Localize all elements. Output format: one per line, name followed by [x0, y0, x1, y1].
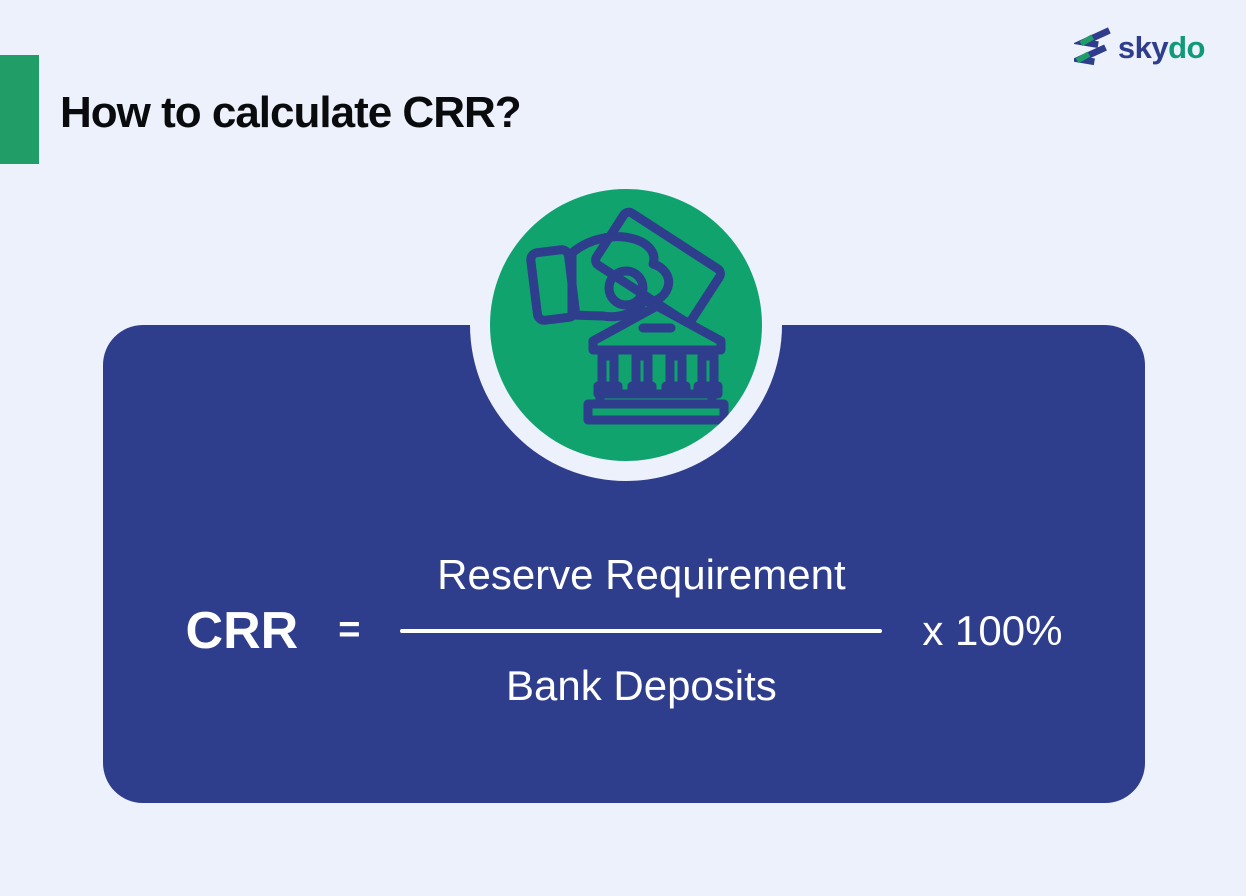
logo-text-sky: sky: [1117, 29, 1169, 65]
fraction-denominator: Bank Deposits: [505, 662, 777, 709]
logo-text-do: do: [1168, 29, 1205, 65]
formula-multiplier: x 100%: [922, 606, 1063, 654]
fraction-numerator: Reserve Requirement: [437, 551, 846, 598]
crr-formula: CRR = Reserve Requirement Bank Deposits …: [103, 552, 1145, 709]
page-title: How to calculate CRR?: [60, 88, 522, 137]
skydo-logo-text: skydo: [1117, 29, 1206, 65]
hand-deposit-bank-icon: [526, 207, 729, 425]
formula-lhs: CRR: [185, 601, 299, 660]
skydo-logo: skydo: [1073, 27, 1206, 67]
fraction-bar: [400, 629, 883, 633]
formula-fraction: Reserve Requirement Bank Deposits: [400, 551, 883, 709]
title-accent-bar: [0, 55, 39, 164]
skydo-logo-icon: [1073, 27, 1111, 66]
equals-sign: =: [338, 609, 361, 651]
icon-circle: [490, 189, 762, 461]
